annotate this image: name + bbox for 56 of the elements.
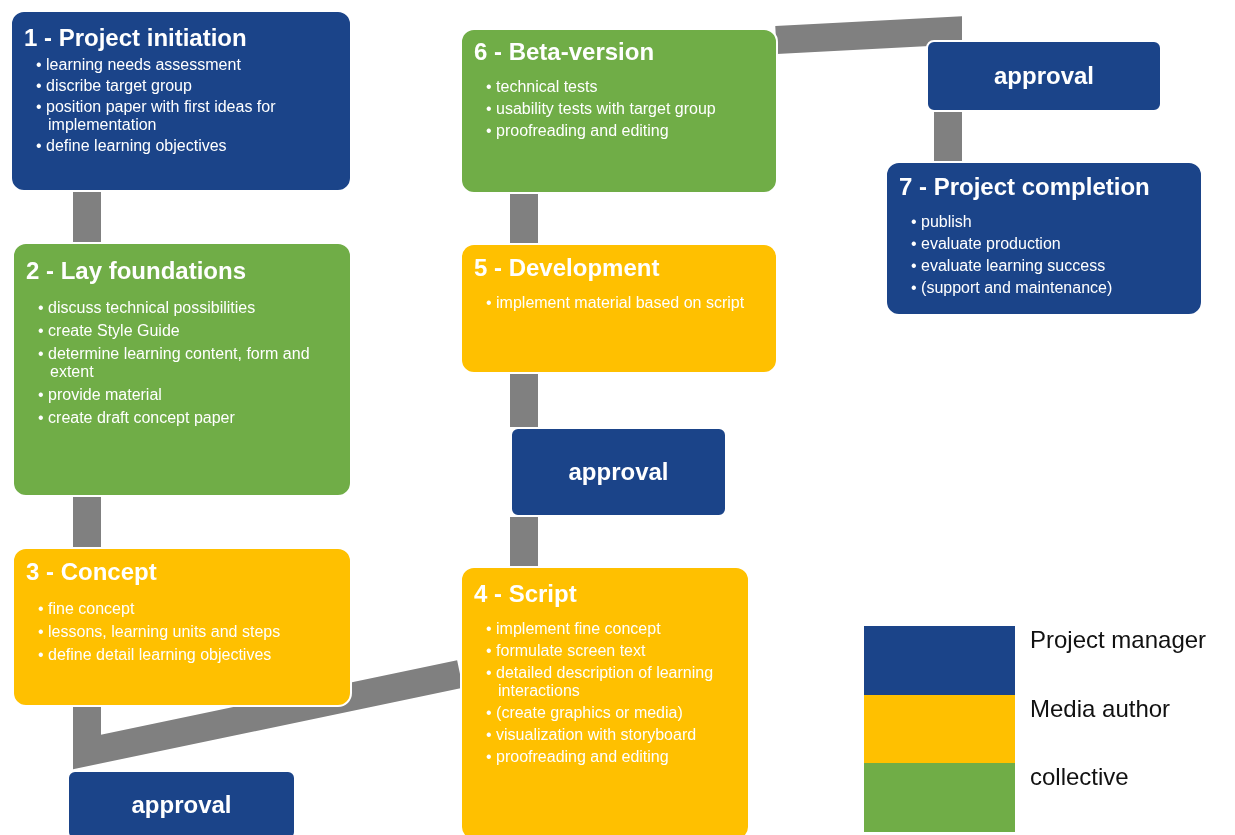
connector-bar bbox=[934, 112, 962, 161]
phase-card bbox=[460, 28, 778, 194]
task-item: • (create graphics or media) bbox=[486, 704, 684, 722]
phase-heading: 4 - Script bbox=[474, 580, 577, 608]
connector-bar bbox=[73, 192, 101, 242]
approval-label: approval bbox=[131, 791, 232, 819]
task-item: • publish bbox=[911, 213, 973, 231]
phase-heading: 1 - Project initiation bbox=[24, 24, 247, 52]
phase-card bbox=[12, 547, 352, 707]
phase-card bbox=[885, 161, 1203, 316]
task-item: • position paper with first ideas for implementation bbox=[36, 98, 277, 134]
task-item: • evaluate production bbox=[911, 235, 1062, 253]
approval-box bbox=[926, 40, 1162, 112]
task-item: • implement fine concept bbox=[486, 620, 662, 638]
phase-heading: 5 - Development bbox=[474, 254, 660, 282]
task-item: • usability tests with target group bbox=[486, 100, 717, 118]
task-item: • proofreading and editing bbox=[486, 748, 670, 766]
phase-heading: 7 - Project completion bbox=[899, 173, 1150, 201]
task-item: • provide material bbox=[38, 386, 163, 404]
connector-bar bbox=[510, 194, 538, 243]
approval-box bbox=[67, 770, 296, 835]
task-item: • implement material based on script bbox=[486, 294, 746, 312]
task-item: • evaluate learning success bbox=[911, 257, 1107, 275]
task-item: • technical tests bbox=[486, 78, 599, 96]
phase-card bbox=[10, 10, 352, 192]
task-item: • proofreading and editing bbox=[486, 122, 670, 140]
task-item: • visualization with storyboard bbox=[486, 726, 698, 744]
legend-label: Media author bbox=[1030, 694, 1171, 723]
task-item: • define learning objectives bbox=[36, 137, 228, 155]
approval-label: approval bbox=[568, 458, 669, 486]
phase-heading: 6 - Beta-version bbox=[474, 38, 655, 66]
task-item: • create draft concept paper bbox=[38, 409, 236, 427]
task-item: • detailed description of learning interactions bbox=[486, 664, 715, 700]
task-item: • discuss technical possibilities bbox=[38, 299, 257, 317]
phase-card bbox=[12, 242, 352, 497]
task-item: • create Style Guide bbox=[38, 322, 181, 340]
task-item: • discribe target group bbox=[36, 77, 193, 95]
phase-heading: 2 - Lay foundations bbox=[26, 257, 246, 285]
phase-heading: 3 - Concept bbox=[26, 558, 157, 586]
task-item: • lessons, learning units and steps bbox=[38, 623, 282, 641]
approval-label: approval bbox=[994, 62, 1094, 90]
connector-bar bbox=[510, 374, 538, 427]
phase-card bbox=[460, 566, 750, 835]
task-item: • fine concept bbox=[38, 600, 136, 618]
legend-label: Project manager bbox=[1030, 626, 1207, 654]
connector-bar bbox=[73, 497, 101, 547]
task-item: • (support and maintenance) bbox=[911, 279, 1114, 297]
connector-bar bbox=[775, 16, 962, 54]
task-item: • formulate screen text bbox=[486, 642, 647, 660]
phase-card bbox=[460, 243, 778, 374]
task-item: • determine learning content, form and extent bbox=[38, 345, 311, 381]
connector-bar bbox=[510, 517, 538, 566]
task-item: • define detail learning objectives bbox=[38, 646, 273, 664]
approval-box bbox=[510, 427, 727, 517]
legend-label: collective bbox=[1030, 763, 1129, 791]
task-item: • learning needs assessment bbox=[36, 56, 242, 74]
